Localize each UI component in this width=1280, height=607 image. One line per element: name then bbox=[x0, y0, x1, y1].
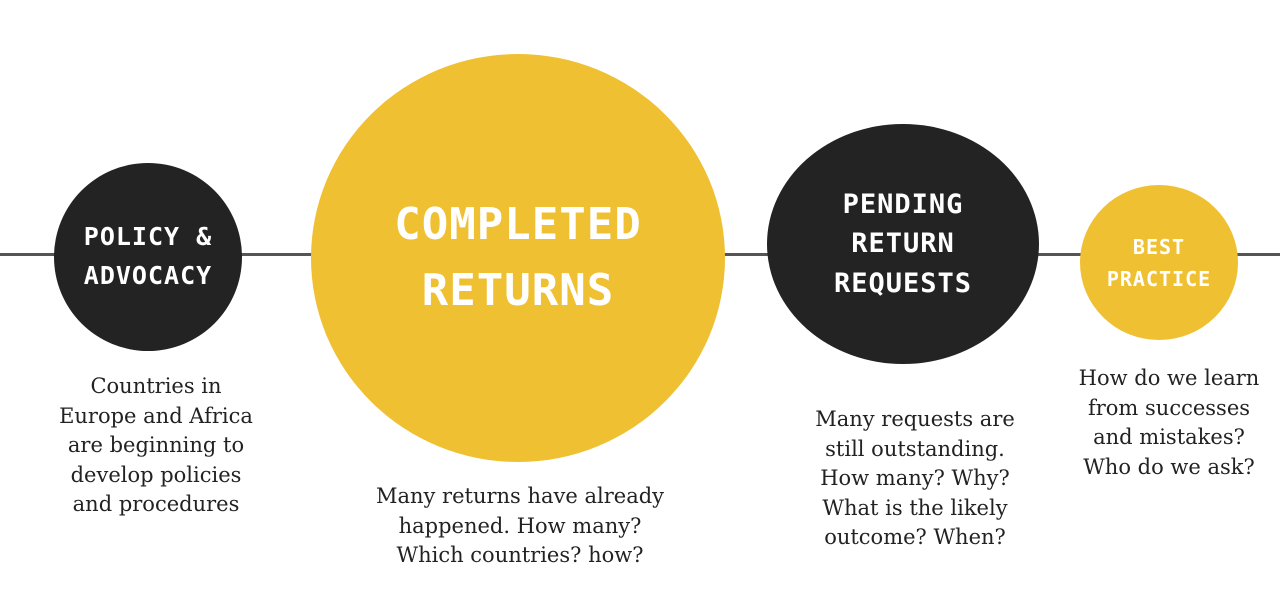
node-label: COMPLETED RETURNS bbox=[394, 199, 642, 316]
node-pending-return-requests: PENDING RETURN REQUESTS bbox=[767, 124, 1039, 364]
node-label: POLICY & ADVOCACY bbox=[83, 222, 213, 290]
description-pending-return-requests: Many requests are still outstanding. How… bbox=[815, 407, 1015, 549]
node-label: BEST PRACTICE bbox=[1106, 234, 1212, 291]
description-policy-advocacy: Countries in Europe and Africa are begin… bbox=[59, 374, 253, 516]
node-completed-returns: COMPLETED RETURNS bbox=[311, 54, 725, 462]
node-label: PENDING RETURN REQUESTS bbox=[833, 189, 973, 299]
node-best-practice: BEST PRACTICE bbox=[1080, 185, 1238, 340]
node-policy-advocacy: POLICY & ADVOCACY bbox=[54, 163, 242, 351]
description-completed-returns: Many returns have already happened. How … bbox=[375, 484, 665, 567]
description-best-practice: How do we learn from successes and mista… bbox=[1078, 366, 1260, 479]
